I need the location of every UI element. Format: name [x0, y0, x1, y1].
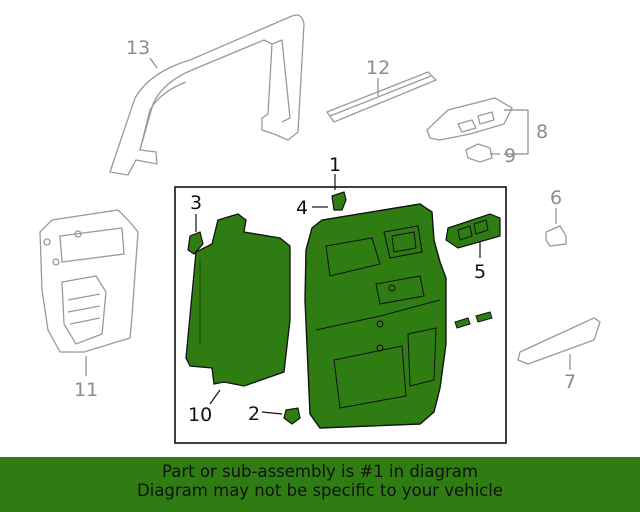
- callout-9: 9: [504, 145, 516, 167]
- callout-13: 13: [126, 37, 150, 59]
- part-7-trim-strip[interactable]: [517, 317, 601, 365]
- part-5-window-switch[interactable]: [445, 213, 501, 249]
- callout-5: 5: [474, 261, 486, 283]
- callout-8: 8: [536, 121, 548, 143]
- part-6-cap[interactable]: [545, 225, 567, 247]
- parts-diagram: 13 12 8 9 6 7 11 1 4 3 5 10 2: [39, 14, 601, 444]
- callout-3: 3: [190, 192, 202, 214]
- part-12-weatherstrip[interactable]: [325, 71, 438, 123]
- part-2-screw[interactable]: [283, 407, 301, 425]
- part-10-water-deflector[interactable]: [185, 213, 291, 387]
- part-13-frame-molding[interactable]: [109, 14, 305, 176]
- part-1-door-trim-panel[interactable]: [304, 203, 447, 429]
- callout-4: 4: [296, 197, 308, 219]
- part-4-fastener[interactable]: [331, 191, 347, 211]
- assembly-highlight-box: [174, 186, 507, 444]
- disclaimer-banner: Part or sub-assembly is #1 in diagram Di…: [0, 457, 640, 512]
- callout-1: 1: [329, 154, 341, 176]
- part-9-clip[interactable]: [465, 143, 493, 163]
- part-11-inner-panel[interactable]: [39, 209, 139, 353]
- part-3-retainer[interactable]: [187, 231, 204, 255]
- banner-line-2: Diagram may not be specific to your vehi…: [137, 481, 503, 500]
- callout-10: 10: [188, 404, 212, 426]
- leader-lines: [85, 57, 571, 415]
- switch-clips: [454, 311, 493, 329]
- callout-12: 12: [366, 57, 390, 79]
- banner-line-1: Part or sub-assembly is #1 in diagram: [162, 462, 478, 481]
- part-8-switch-bezel[interactable]: [426, 97, 513, 141]
- callout-11: 11: [74, 379, 98, 401]
- callout-7: 7: [564, 371, 576, 393]
- callout-6: 6: [550, 187, 562, 209]
- callout-2: 2: [248, 403, 260, 425]
